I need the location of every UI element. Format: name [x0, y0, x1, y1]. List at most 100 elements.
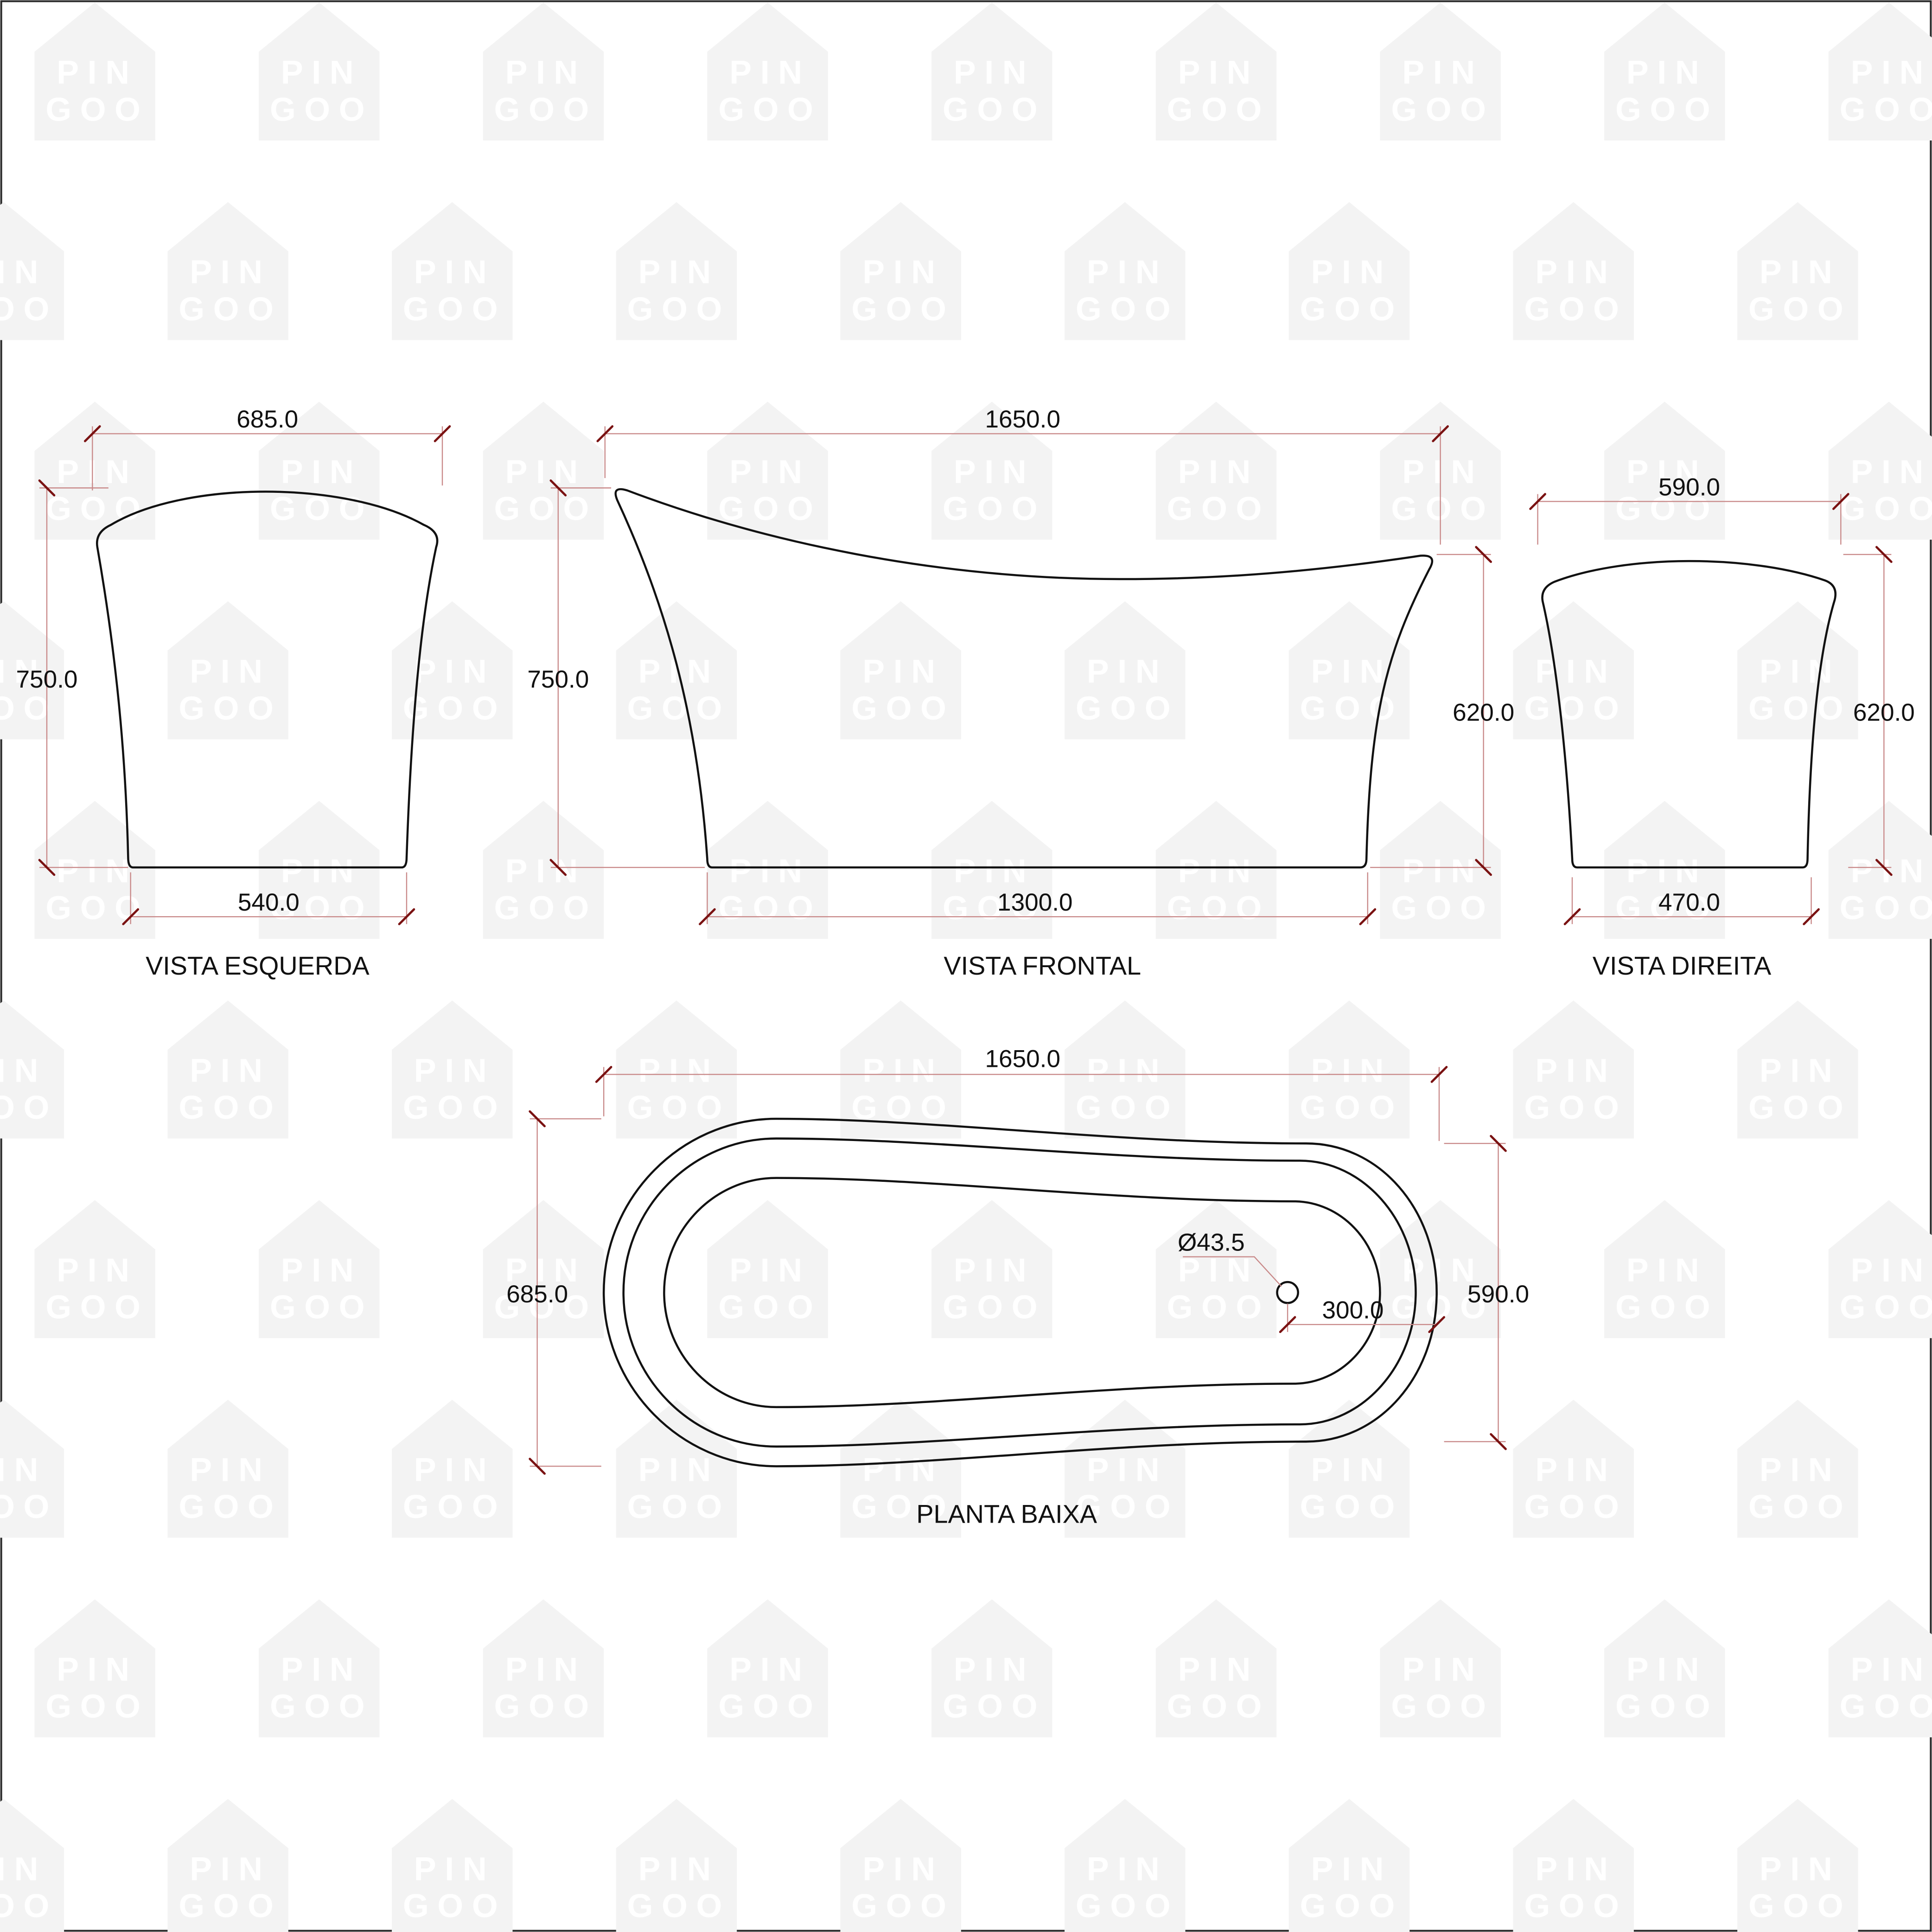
watermark-text-line2: GOO: [718, 890, 822, 927]
watermark-text-line1: PIN: [1626, 1651, 1708, 1688]
watermark-text-line1: PIN: [1402, 54, 1483, 91]
watermark-text-line1: PIN: [0, 1850, 47, 1887]
watermark-text-line2: GOO: [0, 1887, 58, 1925]
front-height-right-tick-bottom: [1475, 859, 1492, 876]
watermark-house-shape: [167, 202, 288, 340]
watermark-house-shape: [931, 801, 1052, 939]
view-front: 1650.0 750.0 620.0 1300.0 VISTA FRONTAL: [527, 406, 1514, 980]
watermark-text-line1: PIN: [414, 1850, 495, 1887]
watermark-text-line1: PIN: [0, 653, 47, 690]
watermark-text-line2: GOO: [1076, 1488, 1179, 1525]
watermark-house-shape: [34, 1599, 155, 1738]
watermark-text-line1: PIN: [638, 1052, 720, 1089]
watermark-text-line1: PIN: [729, 853, 810, 890]
watermark-house-shape: [259, 1599, 380, 1738]
watermark-house-shape: [616, 1399, 737, 1538]
watermark-text-line2: GOO: [627, 1089, 731, 1126]
watermark-house-shape: [483, 1200, 604, 1339]
watermark-text-line2: GOO: [270, 1688, 373, 1725]
watermark-house-shape: [483, 2, 604, 140]
right-view-outline: [1541, 560, 1836, 869]
watermark-house-shape: [167, 1000, 288, 1139]
plan-length-value: 1650.0: [985, 1045, 1060, 1072]
watermark-text-line2: GOO: [1167, 1289, 1270, 1326]
watermark-text-line2: GOO: [851, 690, 955, 727]
watermark-text-line2: GOO: [1167, 890, 1270, 927]
watermark-house-shape: [1828, 801, 1932, 939]
watermark-text-line1: PIN: [1178, 1651, 1259, 1688]
watermark-text-line2: GOO: [1840, 890, 1932, 927]
watermark-text-line2: GOO: [45, 1289, 149, 1326]
watermark-text-line1: PIN: [1760, 1052, 1841, 1089]
watermark-text-line1: PIN: [1178, 54, 1259, 91]
watermark-house-shape: [392, 1798, 513, 1932]
watermark-text-line2: GOO: [1840, 91, 1932, 128]
plan-basin: [663, 1177, 1381, 1409]
watermark-text-line2: GOO: [627, 1488, 731, 1525]
watermark-text-line2: GOO: [1167, 1688, 1270, 1725]
watermark-text-line2: GOO: [1615, 490, 1719, 527]
watermark-text-line1: PIN: [281, 853, 362, 890]
watermark-text-line2: GOO: [1615, 91, 1719, 128]
watermark-text-line1: PIN: [862, 1451, 944, 1488]
left-top-tick-left: [83, 425, 101, 442]
right-bottom-tick-right: [1803, 908, 1820, 925]
watermark-text-line2: GOO: [45, 490, 149, 527]
watermark-house-shape: [1513, 1399, 1634, 1538]
front-height-left-dim-value: 750.0: [527, 666, 589, 693]
left-bottom-tick-left: [122, 908, 140, 925]
plan-view-title: PLANTA BAIXA: [916, 1499, 1097, 1529]
plan-drain: [1276, 1281, 1299, 1304]
watermark-text-line1: PIN: [638, 1451, 720, 1488]
left-bottom-dim-value: 540.0: [238, 889, 300, 916]
watermark-house-shape: [1828, 1599, 1932, 1738]
right-view-title: VISTA DIREITA: [1593, 951, 1772, 980]
right-bottom-tick-left: [1563, 908, 1581, 925]
watermark-house-shape: [616, 1000, 737, 1139]
watermark-text-line2: GOO: [0, 690, 58, 727]
watermark-text-line2: GOO: [179, 1089, 282, 1126]
watermark-house-shape: [1288, 1399, 1410, 1538]
watermark-house-shape: [0, 601, 64, 740]
watermark-house-shape: [34, 2, 155, 140]
watermark-house-shape: [1065, 1000, 1186, 1139]
watermark-text-line2: GOO: [403, 1089, 506, 1126]
watermark-house-shape: [840, 601, 961, 740]
watermark-text-line1: PIN: [505, 1651, 587, 1688]
watermark-house-shape: [616, 1798, 737, 1932]
watermark-text-line1: PIN: [1626, 453, 1708, 491]
watermark-text-line2: GOO: [1524, 1488, 1627, 1525]
watermark-text-line2: GOO: [0, 1089, 58, 1126]
watermark-text-line1: PIN: [1535, 653, 1616, 690]
watermark-text-line1: PIN: [414, 254, 495, 291]
watermark-house-shape: [840, 202, 961, 340]
watermark-text-line1: PIN: [505, 453, 587, 491]
watermark-text-line2: GOO: [943, 890, 1046, 927]
